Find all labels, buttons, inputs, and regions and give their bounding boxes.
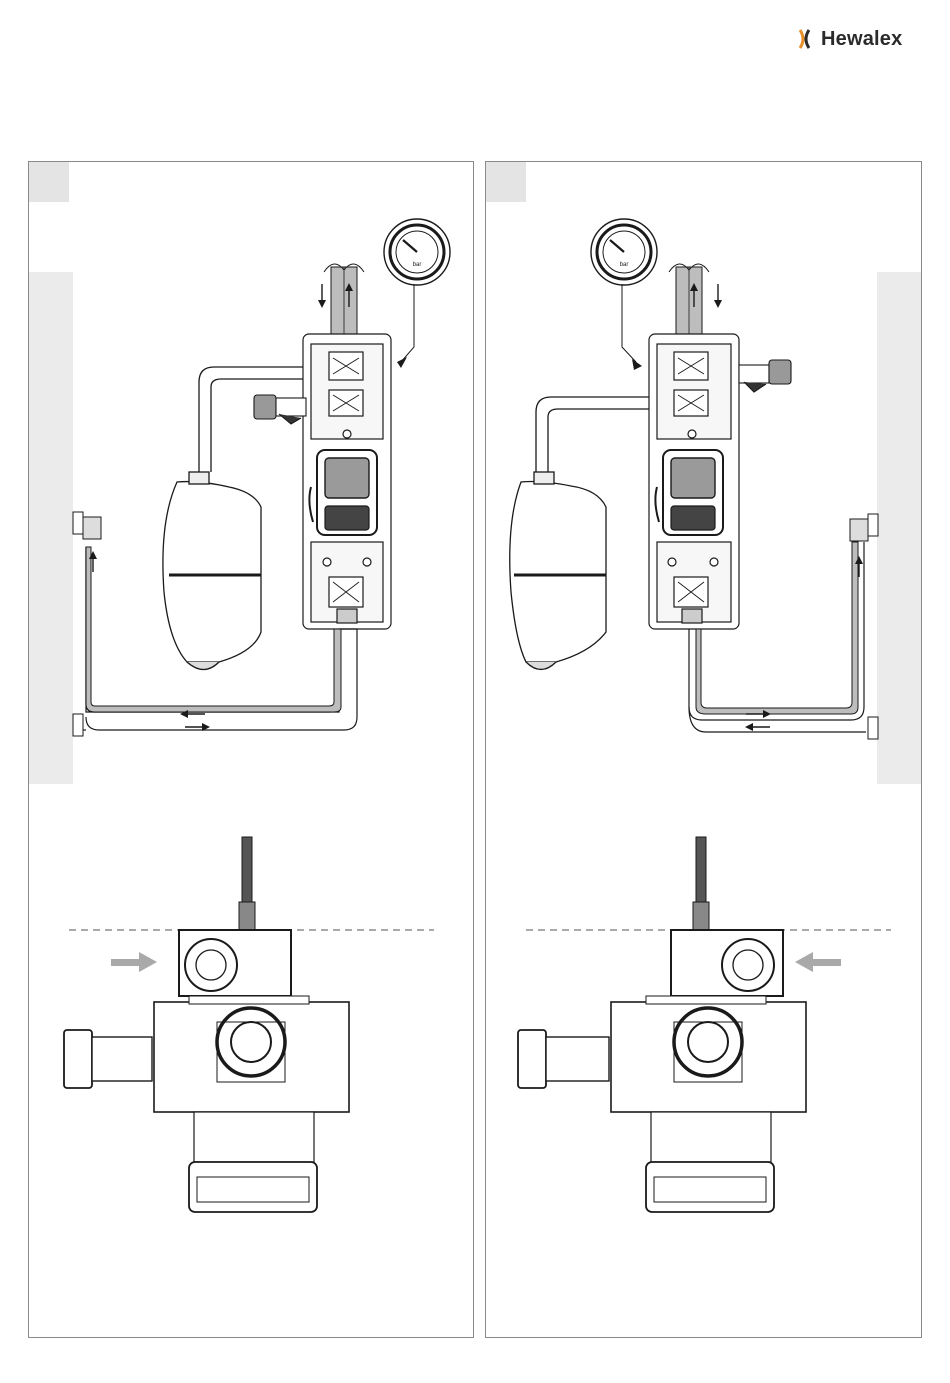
supply-pipes bbox=[324, 264, 364, 337]
panel-left: bar bbox=[28, 161, 474, 1338]
pump-group bbox=[649, 334, 739, 629]
flow-arrow-right bbox=[111, 952, 157, 972]
side-valve bbox=[254, 395, 306, 424]
supply-pipes bbox=[669, 264, 709, 337]
brand-logo: Hewalex bbox=[797, 26, 902, 52]
panel-right: bar bbox=[485, 161, 922, 1338]
pressure-gauge: bar bbox=[384, 219, 450, 368]
brand-name: Hewalex bbox=[821, 28, 902, 51]
gauge-label: bar bbox=[620, 262, 629, 268]
installation-diagram-right: bar bbox=[486, 162, 923, 1339]
flow-arrow-left bbox=[795, 952, 841, 972]
pump-group bbox=[303, 334, 391, 629]
side-valve bbox=[739, 360, 791, 392]
valve-body-top-view bbox=[64, 837, 349, 1212]
brand-logo-icon bbox=[797, 28, 817, 50]
gauge-label: bar bbox=[413, 262, 422, 268]
expansion-vessel bbox=[510, 472, 606, 670]
installation-diagram-left: bar bbox=[29, 162, 475, 1339]
flow-arrow-left bbox=[745, 723, 770, 731]
valve-body-top-view bbox=[518, 837, 806, 1212]
flow-arrow-down bbox=[714, 284, 722, 308]
expansion-vessel bbox=[163, 472, 261, 670]
flow-arrow-down bbox=[318, 284, 326, 308]
pressure-gauge: bar bbox=[591, 219, 657, 370]
